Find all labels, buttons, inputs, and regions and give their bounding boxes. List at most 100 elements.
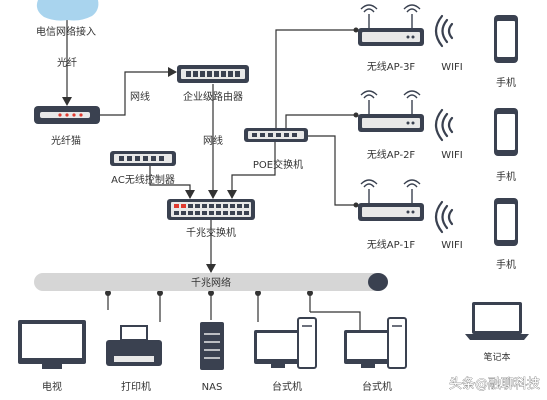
ap1-node: 无线AP-1F: [358, 179, 424, 251]
modem-led: [72, 113, 76, 117]
laptop-node: 笔记本: [465, 302, 529, 363]
port: [202, 211, 207, 215]
wifi-3f: WIFI: [434, 14, 463, 73]
phone-2f: 手机: [494, 108, 518, 183]
port: [209, 204, 214, 208]
ap-led: [411, 210, 415, 214]
wifi-label: WIFI: [441, 150, 463, 161]
poe-to-ap1-line: [298, 135, 356, 206]
desktop2-label: 台式机: [362, 380, 392, 393]
wifi-icon: [434, 14, 454, 48]
monitor-screen: [257, 333, 299, 359]
tv-stand: [42, 364, 62, 369]
phone-1f: 手机: [494, 198, 518, 271]
ap-led: [406, 121, 410, 125]
port: [235, 71, 240, 77]
nas-label: NAS: [202, 382, 223, 393]
ac-controller-node: AC无线控制器: [110, 151, 176, 186]
port: [119, 156, 124, 161]
ac-label: AC无线控制器: [111, 173, 175, 186]
port: [127, 156, 132, 161]
wifi-1f: WIFI: [434, 200, 463, 251]
port: [223, 204, 228, 208]
port: [260, 133, 265, 137]
poe-to-gswitch-line: [231, 140, 276, 198]
phone-screen: [497, 114, 515, 150]
ap2-connector: [353, 112, 359, 118]
port: [195, 211, 200, 215]
poe-label: POE交换机: [253, 158, 303, 171]
gigabit-switch-node: 千兆交换机: [167, 199, 255, 239]
port: [252, 133, 257, 137]
nas-node: NAS: [200, 322, 224, 393]
port: [230, 211, 235, 215]
desktop1-label: 台式机: [272, 380, 302, 393]
cloud-icon: [36, 0, 99, 21]
laptop-base: [465, 334, 529, 340]
isp-cloud-node: 电信网络接入: [36, 0, 99, 38]
router-label: 企业级路由器: [183, 90, 243, 103]
backbone-bar: [34, 273, 388, 291]
port: [276, 133, 281, 137]
printer-tray: [114, 356, 154, 362]
modem-label: 光纤猫: [51, 134, 81, 147]
port: [237, 204, 242, 208]
poe-to-ap3-line: [275, 29, 356, 130]
poe-switch-node: POE交换机: [244, 128, 308, 171]
port: [209, 211, 214, 215]
modem-to-router-line: [100, 71, 176, 116]
arrow-router-down: [208, 190, 218, 199]
phone-label: 手机: [496, 76, 516, 89]
port-active: [181, 204, 186, 208]
arrow-ac-down: [185, 190, 195, 199]
tv-node: 电视: [18, 320, 86, 393]
phone-label: 手机: [496, 170, 516, 183]
port: [143, 156, 148, 161]
ap-led: [411, 121, 415, 125]
ap2-node: 无线AP-2F: [358, 90, 424, 161]
ap-antenna-icon: [360, 90, 421, 114]
monitor-stand: [271, 364, 285, 368]
wifi-icon: [434, 108, 454, 142]
pc-tower-icon: [297, 317, 317, 369]
pc-tower-icon: [387, 317, 407, 369]
port: [159, 156, 164, 161]
ap-led: [406, 210, 410, 214]
modem-led: [79, 113, 83, 117]
desktop2-connector: [307, 290, 313, 296]
desktop1-connector: [255, 290, 261, 296]
port: [244, 211, 249, 215]
fiber-link-label: 光纤: [57, 56, 77, 69]
ap1-label: 无线AP-1F: [367, 238, 416, 251]
port: [284, 133, 289, 137]
arrow-to-router: [168, 67, 177, 77]
port: [268, 133, 273, 137]
phone-screen: [497, 204, 515, 240]
port: [195, 204, 200, 208]
port: [193, 71, 198, 77]
monitor-stand: [361, 364, 375, 368]
port: [174, 211, 179, 215]
wifi-icon: [434, 200, 454, 234]
laptop-screen: [475, 305, 519, 331]
laptop-label: 笔记本: [483, 351, 510, 363]
cable-link-label-2: 网线: [203, 134, 223, 147]
backbone-end-cap: [368, 273, 388, 291]
port: [135, 156, 140, 161]
ap-antenna-icon: [360, 179, 421, 203]
phone-3f: 手机: [494, 15, 518, 89]
port: [237, 211, 242, 215]
wifi-label: WIFI: [441, 240, 463, 251]
ap-led: [411, 35, 415, 39]
poe-to-ap2-line: [285, 114, 356, 128]
tv-label: 电视: [42, 380, 62, 393]
port: [214, 71, 219, 77]
arrow-gswitch-to-backbone: [206, 264, 216, 273]
ap-antenna-icon: [360, 4, 421, 28]
port: [188, 204, 193, 208]
arrow-poe-down: [227, 190, 237, 199]
nas-icon: [200, 322, 224, 370]
port: [216, 204, 221, 208]
phone-label: 手机: [496, 258, 516, 271]
